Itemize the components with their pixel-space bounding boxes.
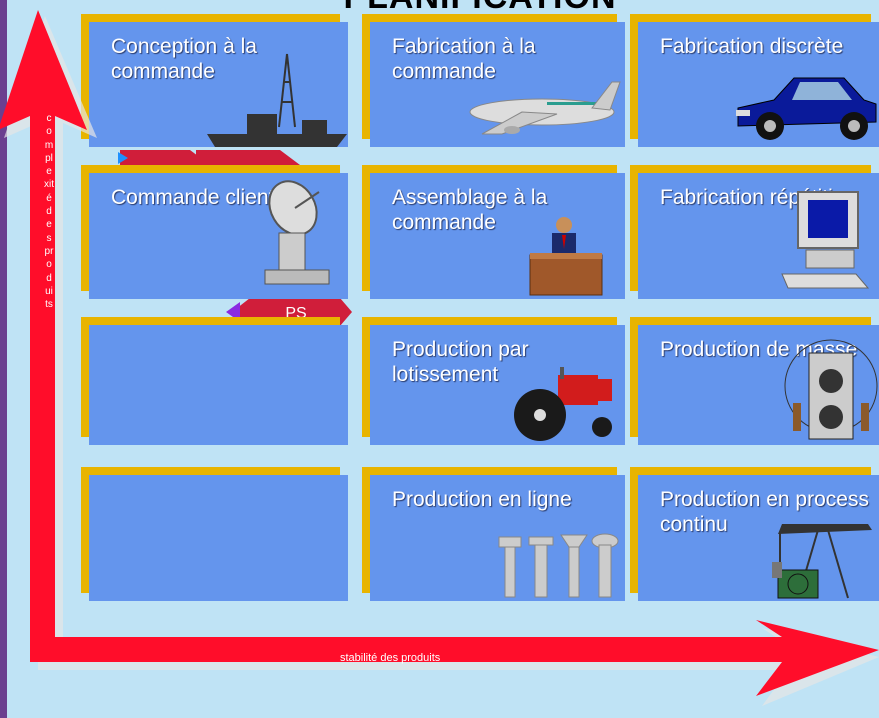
card-production-en-ligne: Production en ligne bbox=[370, 475, 625, 601]
airplane-icon bbox=[469, 81, 621, 135]
card-commande-client: Commande client bbox=[89, 173, 348, 299]
oil-rig-ship-icon bbox=[207, 53, 347, 147]
page-title: PLANIFICATION bbox=[240, 0, 720, 17]
horizontal-axis-arrow bbox=[30, 620, 879, 696]
card-production-process-continu: Production en process continu bbox=[638, 475, 879, 601]
hidden-triangle bbox=[226, 302, 240, 322]
card-fabrication-repetitive: Fabrication répétitive bbox=[638, 173, 879, 299]
card-label: Fabrication discrète bbox=[660, 35, 844, 58]
card-production-masse: Production de masse bbox=[638, 325, 879, 445]
bolts-icon bbox=[498, 533, 619, 598]
left-border bbox=[0, 0, 7, 718]
card-conception-commande: Conception à la commande bbox=[89, 22, 348, 147]
ps-hexagon bbox=[232, 298, 352, 326]
ps-label: PS bbox=[285, 305, 306, 322]
card-fabrication-commande: Fabrication à la commande bbox=[370, 22, 625, 147]
car-icon bbox=[736, 77, 877, 140]
card-label: Production en ligne bbox=[392, 488, 572, 511]
satellite-dish-icon bbox=[264, 180, 330, 285]
speaker-icon bbox=[784, 339, 878, 440]
hidden-triangle bbox=[118, 152, 128, 164]
card-label: Assemblage à la commande bbox=[392, 186, 548, 234]
hidden-arrow-shape bbox=[196, 150, 300, 180]
tractor-icon bbox=[514, 367, 612, 441]
card-label: Fabrication à la commande bbox=[392, 35, 536, 83]
card-label: Conception à la commande bbox=[111, 35, 257, 83]
computer-icon bbox=[781, 191, 870, 289]
person-desk-icon bbox=[529, 217, 603, 296]
hidden-arrow-shape bbox=[120, 150, 210, 180]
pumpjack-icon bbox=[772, 524, 872, 599]
card-production-lotissement: Production par lotissement bbox=[370, 325, 625, 445]
card-assemblage-commande: Assemblage à la commande bbox=[370, 173, 625, 299]
card-label: Production en process continu bbox=[660, 488, 869, 536]
vertical-axis-label: complexité des produits bbox=[44, 113, 54, 311]
card-label: Production de masse bbox=[660, 338, 858, 361]
card-empty-row3 bbox=[89, 325, 348, 445]
card-fabrication-discrete: Fabrication discrète bbox=[638, 22, 879, 147]
card-label: Commande client bbox=[111, 186, 275, 209]
card-label: Production par lotissement bbox=[392, 338, 529, 386]
vertical-axis-arrow bbox=[0, 10, 87, 662]
horizontal-axis-label: stabilité des produits bbox=[340, 652, 441, 664]
card-empty-row4 bbox=[89, 475, 348, 601]
